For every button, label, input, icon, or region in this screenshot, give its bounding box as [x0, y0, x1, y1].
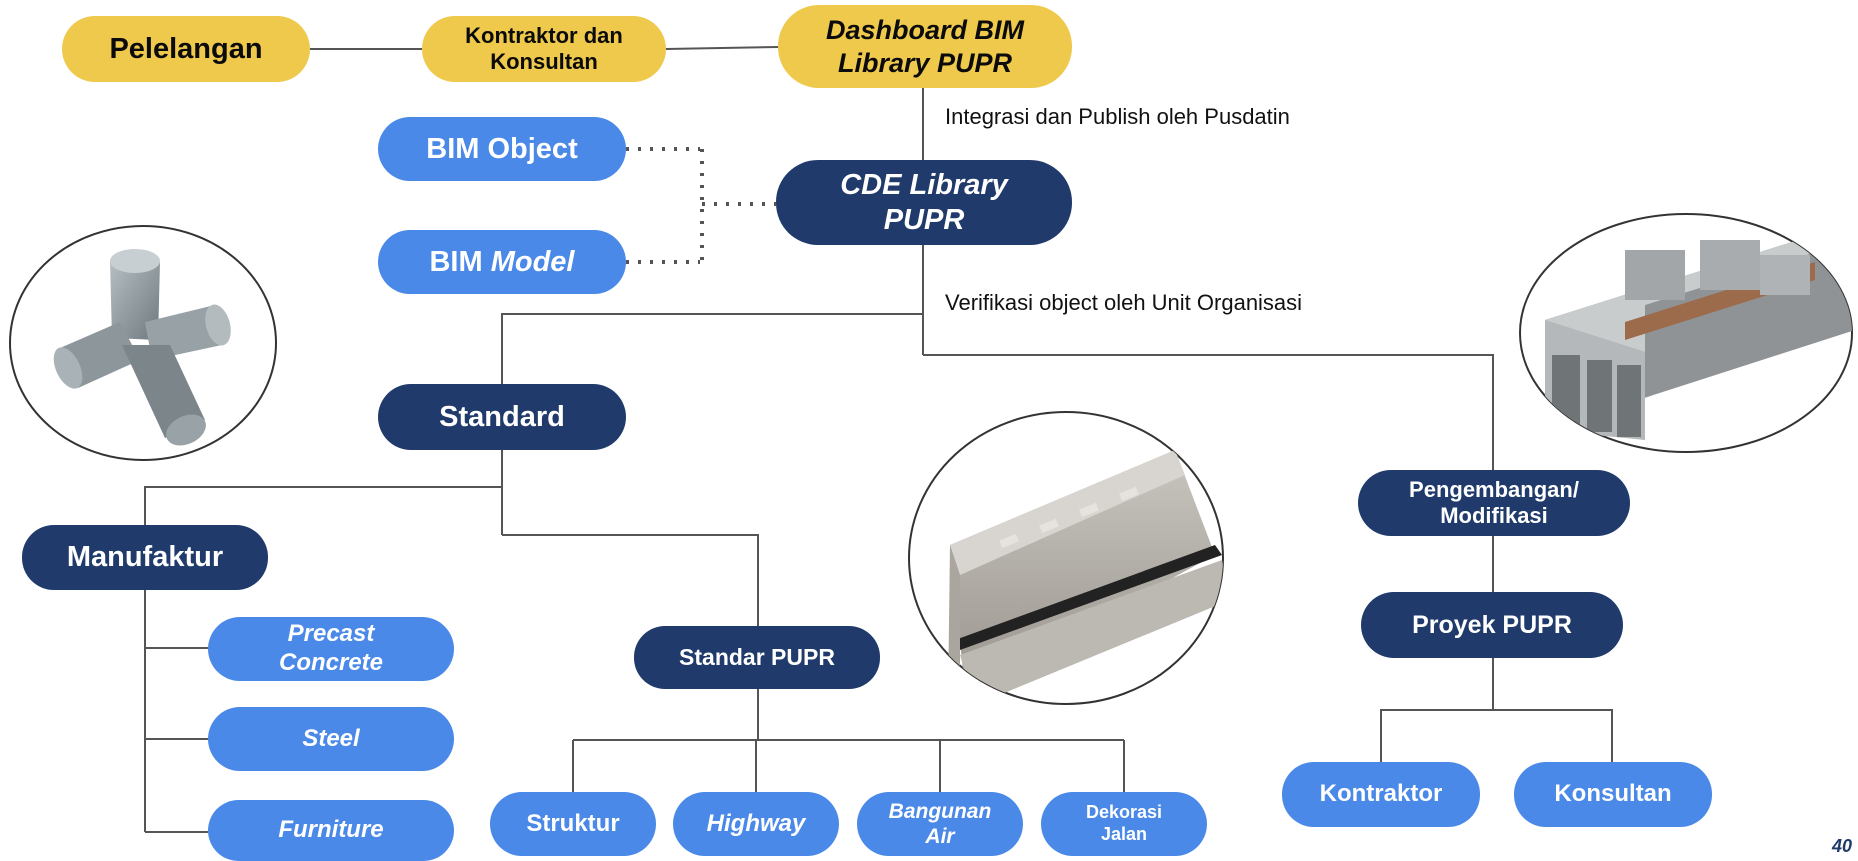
precast-line1: Precast [287, 620, 375, 648]
dotted-bim-connectors [626, 147, 776, 264]
connector-cde-standard [501, 313, 923, 384]
page-number: 40 [1831, 836, 1852, 856]
standard-label: Standard [439, 400, 565, 433]
highway-node[interactable]: Highway [673, 792, 839, 856]
bim-model-prefix: BIM [429, 245, 483, 278]
kontraktor-konsultan-node[interactable]: Kontraktor dan Konsultan [422, 16, 666, 82]
steel-node[interactable]: Steel [208, 707, 454, 771]
connector-kontraktor-dashboard [665, 46, 779, 50]
bangunan-air-line1: Bangunan [888, 799, 992, 823]
pengembangan-line2: Modifikasi [1440, 503, 1548, 528]
bim-object-label: BIM Object [426, 132, 578, 165]
integrasi-note: Integrasi dan Publish oleh Pusdatin [945, 104, 1290, 129]
furniture-label: Furniture [278, 816, 384, 844]
kontraktor-label: Kontraktor [1319, 780, 1443, 808]
kontraktor-konsultan-line1: Kontraktor dan [465, 22, 623, 48]
precast-barrier-illustration [908, 411, 1224, 705]
pengembangan-line1: Pengembangan/ [1409, 476, 1579, 502]
manufaktur-node[interactable]: Manufaktur [22, 525, 268, 590]
connector-standard-manufaktur [144, 486, 502, 525]
precast-line2: Concrete [278, 649, 384, 676]
standar-pupr-node[interactable]: Standar PUPR [634, 626, 880, 689]
pengembangan-node[interactable]: Pengembangan/ Modifikasi [1358, 470, 1630, 536]
bim-model-node[interactable]: BIM Model [378, 230, 626, 294]
dekorasi-jalan-line1: Dekorasi [1085, 802, 1163, 823]
standar-pupr-label: Standar PUPR [679, 643, 835, 670]
kontraktor-konsultan-line2: Konsultan [490, 49, 598, 74]
bim-model-italic: Model [490, 245, 575, 278]
verifikasi-note: Verifikasi object oleh Unit Organisasi [945, 290, 1303, 315]
konsultan-label: Konsultan [1554, 780, 1672, 808]
proyek-pupr-label: Proyek PUPR [1412, 611, 1572, 639]
precast-concrete-node[interactable]: Precast Concrete [208, 617, 454, 681]
pelelangan-node[interactable]: Pelelangan [62, 16, 310, 82]
dashboard-line2: Library PUPR [837, 47, 1013, 78]
furniture-node[interactable]: Furniture [208, 800, 454, 861]
manufaktur-label: Manufaktur [66, 541, 224, 574]
dashboard-line1: Dashboard BIM [825, 15, 1025, 46]
connector-proyek-children [1380, 709, 1613, 762]
cde-line2: PUPR [883, 203, 965, 236]
connector-standard-standarpupr [502, 534, 759, 626]
struktur-label: Struktur [526, 809, 620, 837]
dekorasi-jalan-line2: Jalan [1100, 824, 1148, 844]
dashboard-bim-node[interactable]: Dashboard BIM Library PUPR [778, 5, 1072, 88]
bim-object-node[interactable]: BIM Object [378, 117, 626, 181]
standard-node[interactable]: Standard [378, 384, 626, 450]
konsultan-node[interactable]: Konsultan [1514, 762, 1712, 827]
struktur-node[interactable]: Struktur [490, 792, 656, 856]
proyek-pupr-node[interactable]: Proyek PUPR [1361, 592, 1623, 658]
tetrapod-illustration [9, 225, 277, 461]
dekorasi-jalan-node[interactable]: Dekorasi Jalan [1041, 792, 1207, 856]
bangunan-air-line2: Air [925, 825, 955, 848]
cde-line1: CDE Library [840, 168, 1008, 201]
cde-library-node[interactable]: CDE Library PUPR [776, 160, 1072, 245]
highway-label: Highway [706, 809, 806, 837]
box-girder-illustration [1519, 213, 1853, 453]
kontraktor-node[interactable]: Kontraktor [1282, 762, 1480, 827]
connector-cde-pengembangan [923, 354, 1494, 470]
steel-label: Steel [302, 724, 360, 752]
pelelangan-label: Pelelangan [109, 32, 263, 65]
bangunan-air-node[interactable]: Bangunan Air [857, 792, 1023, 856]
